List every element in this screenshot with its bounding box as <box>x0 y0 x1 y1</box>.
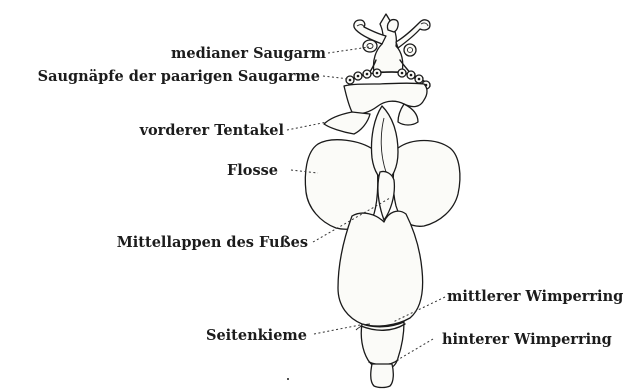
label-median-sucking-arm: medianer Saugarm <box>171 45 327 62</box>
anterior-tentacle-left <box>324 112 370 134</box>
label-side-gill: Seitenkieme <box>206 327 307 344</box>
label-foot-middle-lobe: Mittellappen des Fußes <box>117 234 308 251</box>
label-fin: Flosse <box>227 162 278 179</box>
label-anterior-tentacle: vorderer Tentakel <box>139 122 285 139</box>
label-posterior-ciliated-ring: hinterer Wimperring <box>442 331 612 348</box>
tail-cone <box>361 322 404 370</box>
label-paired-suckers: Saugnäpfe der paarigen Saugarme <box>38 68 320 85</box>
label-middle-ciliated-ring: mittlerer Wimperring <box>447 288 623 305</box>
trunk <box>338 211 423 326</box>
tail-tip <box>371 364 394 388</box>
foot-anterior <box>371 106 398 182</box>
sucking-arms-drawing <box>354 14 430 78</box>
